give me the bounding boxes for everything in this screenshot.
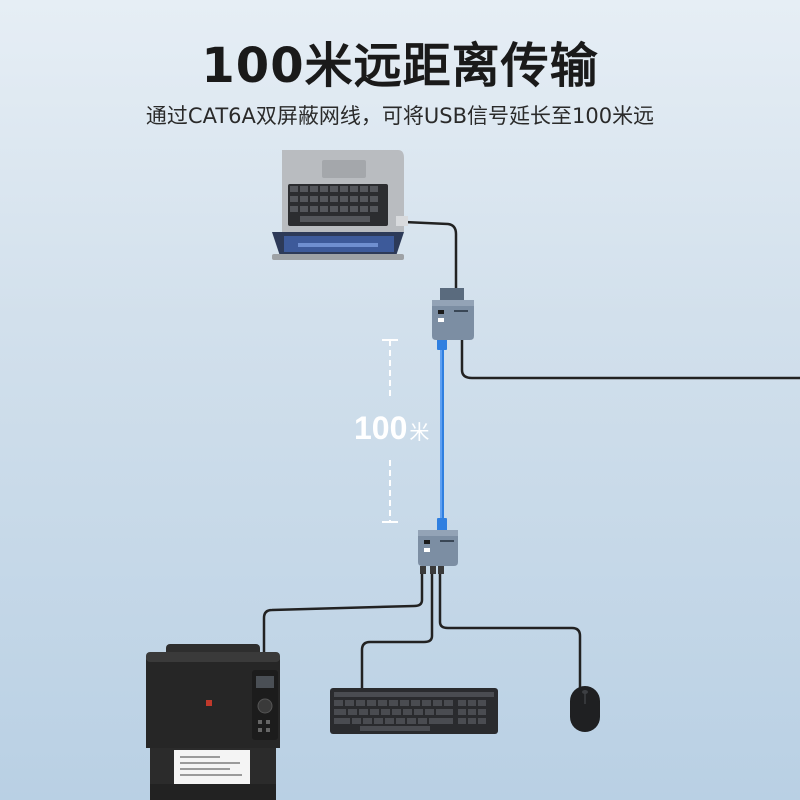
keyboard-icon bbox=[330, 688, 498, 734]
printer-icon bbox=[146, 644, 280, 800]
receiver-icon bbox=[418, 530, 458, 574]
page-subtitle: 通过CAT6A双屏蔽网线，可将USB信号延长至100米远 bbox=[145, 104, 655, 128]
network-cable bbox=[437, 336, 447, 532]
laptop-icon bbox=[272, 150, 408, 260]
distance-bracket bbox=[382, 339, 398, 523]
distance-value: 100 bbox=[354, 410, 408, 446]
mouse-icon bbox=[570, 686, 600, 732]
page-title: 100米远距离传输 bbox=[201, 38, 599, 94]
usb-cables bbox=[262, 220, 800, 690]
distance-unit: 米 bbox=[409, 422, 430, 444]
transmitter-icon bbox=[432, 288, 474, 340]
